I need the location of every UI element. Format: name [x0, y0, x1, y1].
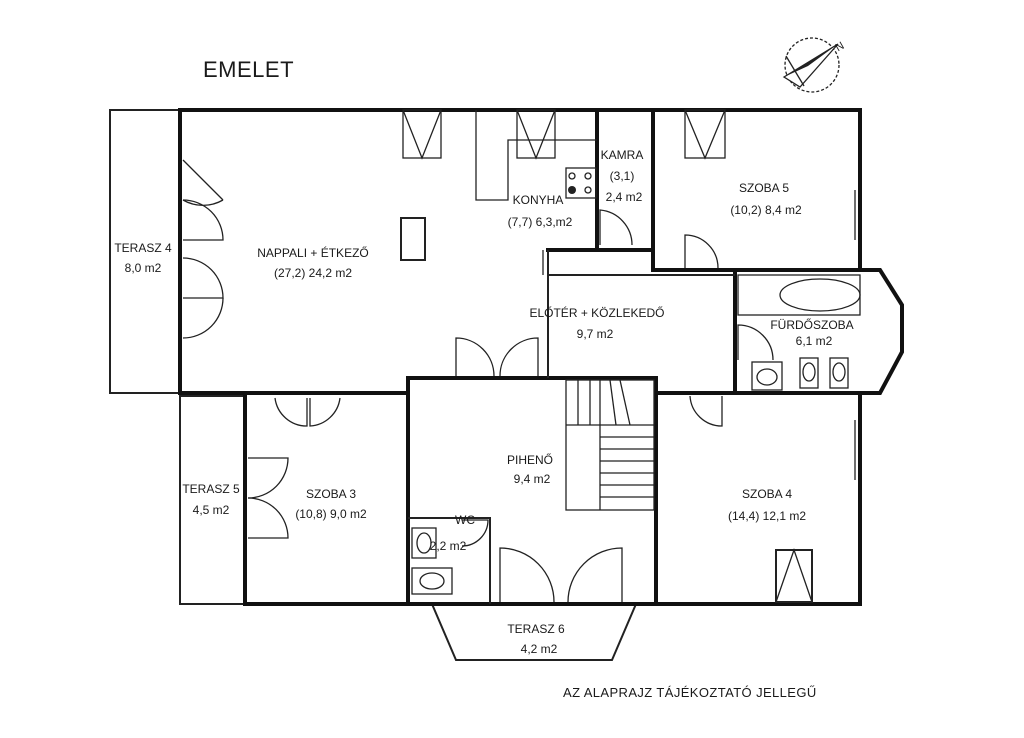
- kamra-name: KAMRA: [601, 148, 644, 162]
- szoba4-name: SZOBA 4: [742, 487, 792, 501]
- terasz4-name: TERASZ 4: [114, 241, 172, 255]
- staircase: [565, 379, 655, 511]
- disclaimer-note: AZ ALAPRAJZ TÁJÉKOZTATÓ JELLEGŰ: [563, 685, 817, 700]
- terasz5-area: 4,5 m2: [193, 503, 230, 517]
- windows-top: [402, 109, 726, 160]
- kamra-area: 2,4 m2: [606, 190, 643, 204]
- wardrobe: [775, 548, 813, 603]
- szoba5-name: SZOBA 5: [739, 181, 789, 195]
- piheno-area: 9,4 m2: [514, 472, 551, 486]
- szoba3-name: SZOBA 3: [306, 487, 356, 501]
- terrace-5: [179, 395, 246, 605]
- bathroom-fixtures: [737, 274, 861, 391]
- nappali-name: NAPPALI + ÉTKEZŐ: [257, 245, 368, 260]
- floor-title: EMELET: [203, 57, 294, 82]
- doors: [182, 159, 774, 603]
- furdo-area: 6,1 m2: [796, 334, 833, 348]
- terasz5-name: TERASZ 5: [182, 482, 240, 496]
- nappali-area: (27,2) 24,2 m2: [274, 266, 352, 280]
- terasz6-area: 4,2 m2: [521, 642, 558, 656]
- fireplace: [400, 217, 426, 261]
- wc-name: WC: [455, 513, 475, 527]
- szoba4-area: (14,4) 12,1 m2: [728, 509, 806, 523]
- szoba3-area: (10,8) 9,0 m2: [295, 507, 367, 521]
- terasz4-area: 8,0 m2: [125, 261, 162, 275]
- compass-icon: N: [782, 37, 846, 93]
- eloter-name: ELŐTÉR + KÖZLEKEDŐ: [529, 305, 664, 320]
- wc-area: 2,2 m2: [430, 539, 467, 553]
- szoba5-area: (10,2) 8,4 m2: [730, 203, 802, 217]
- terasz6-name: TERASZ 6: [507, 622, 565, 636]
- room-labels: TERASZ 4 8,0 m2 NAPPALI + ÉTKEZŐ (27,2) …: [114, 148, 853, 656]
- furdo-name: FÜRDŐSZOBA: [770, 317, 853, 332]
- walls: [178, 108, 904, 606]
- konyha-name: KONYHA: [513, 193, 564, 207]
- eloter-area: 9,7 m2: [577, 327, 614, 341]
- kitchen-counter: [475, 110, 597, 275]
- piheno-name: PIHENŐ: [507, 452, 553, 467]
- kamra-sub: (3,1): [610, 169, 635, 183]
- konyha-area: (7,7) 6,3,m2: [508, 215, 573, 229]
- wc-fixtures: [411, 527, 453, 595]
